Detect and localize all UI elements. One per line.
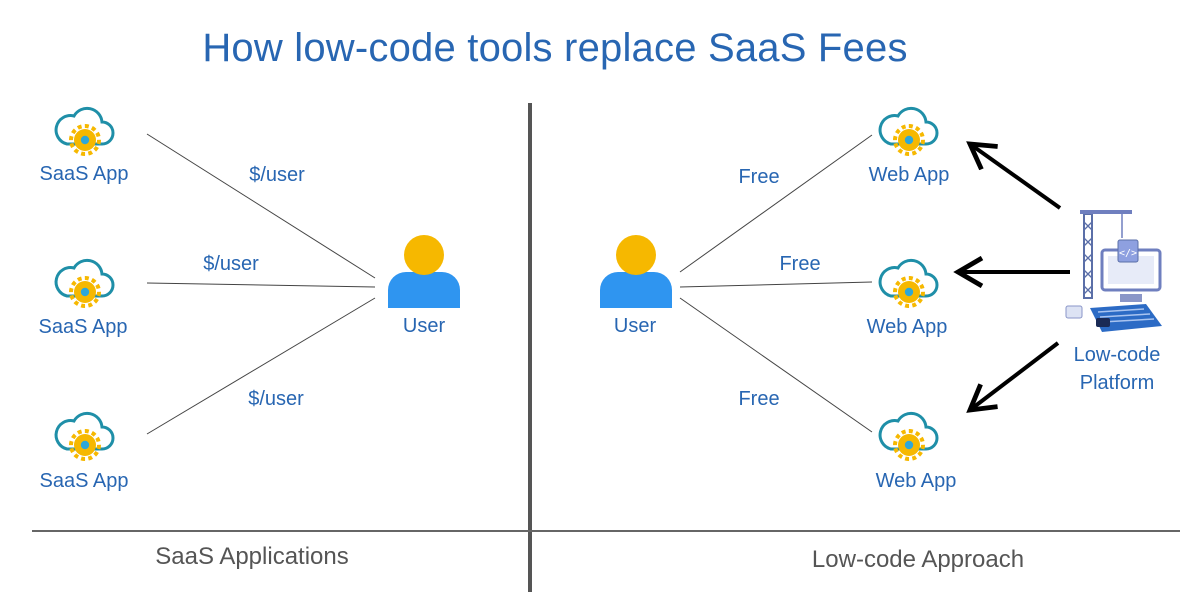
cloud-gear-icon (878, 258, 939, 308)
svg-text:</>: </> (1119, 248, 1137, 259)
web-app-label: Web App (868, 164, 950, 186)
user-label: User (613, 315, 657, 337)
page-title: How low-code tools replace SaaS Fees (202, 26, 908, 70)
platform-label-line2: Platform (1079, 372, 1155, 394)
cloud-gear-icon (54, 411, 115, 461)
platform-label: Low-code Platform (1074, 344, 1161, 395)
edge-saas-app-3-user (146, 297, 376, 435)
edge-saas-app-2-user (146, 282, 376, 288)
low-code-platform-icon: </> (1065, 210, 1162, 332)
saas-app-label: SaaS App (39, 163, 129, 185)
cloud-gear-icon (878, 411, 939, 461)
edge-label-price: $/user (203, 253, 259, 275)
web-app-label: Web App (875, 470, 957, 492)
edge-label-free: Free (738, 166, 780, 188)
section-label-saas: SaaS Applications (155, 543, 349, 570)
saas-app-label: SaaS App (38, 316, 128, 338)
cloud-gear-icon (54, 106, 115, 156)
section-label-low-code: Low-code Approach (811, 546, 1025, 573)
arrow-to-web-app-3 (970, 341, 1060, 410)
platform-label-line1: Low-code (1073, 344, 1161, 366)
cloud-gear-icon (54, 258, 115, 308)
user-icon (388, 235, 460, 308)
edge-user-web-app-3 (679, 297, 873, 433)
edge-user-web-app-1 (679, 134, 873, 273)
edge-label-price: $/user (249, 164, 305, 186)
user-label: User (402, 315, 446, 337)
saas-app-label: SaaS App (39, 470, 129, 492)
cloud-gear-icon (878, 106, 939, 156)
edge-user-web-app-2 (679, 281, 873, 288)
web-app-label: Web App (866, 316, 948, 338)
arrow-to-web-app-1 (970, 144, 1062, 210)
edge-label-price: $/user (248, 388, 304, 410)
edge-label-free: Free (738, 388, 780, 410)
user-icon (600, 235, 672, 308)
edge-label-free: Free (779, 253, 821, 275)
edge-saas-app-1-user (146, 133, 376, 279)
